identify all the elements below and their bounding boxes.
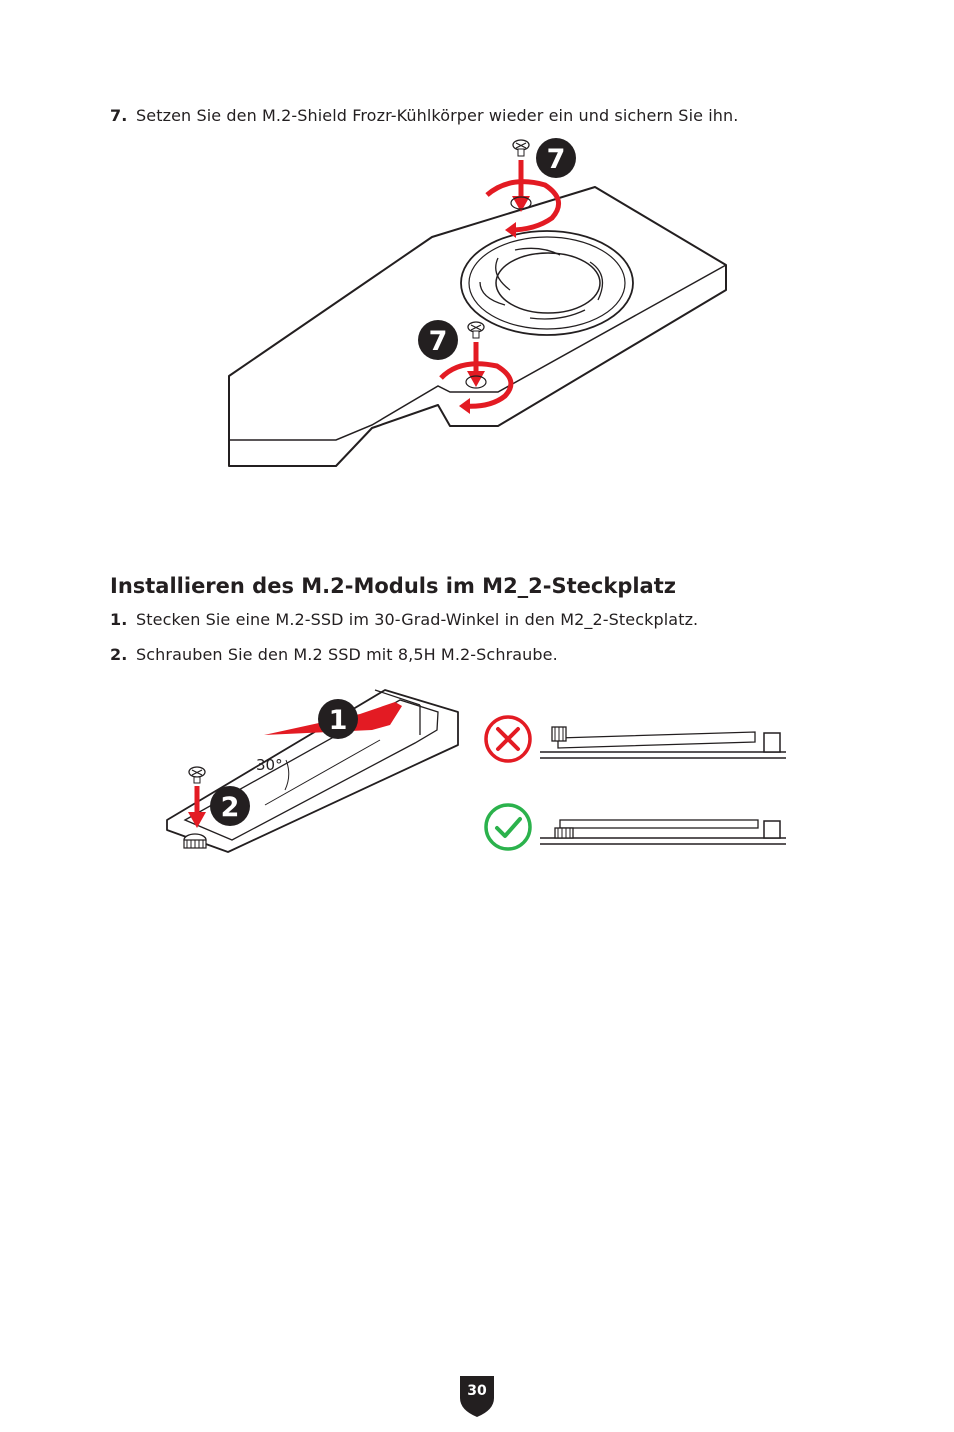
- insert-arrow-icon: [264, 702, 402, 735]
- step-1: 1. Stecken Sie eine M.2-SSD im 30-Grad-Wi…: [110, 610, 698, 629]
- down-arrow-icon: [188, 812, 206, 828]
- angle-label: 30°: [256, 756, 283, 774]
- step-text: Schrauben Sie den M.2 SSD mit 8,5H M.2-S…: [136, 645, 558, 664]
- screw-icon: [467, 321, 485, 339]
- m2-install-illustration: 30° 1 2: [166, 689, 786, 853]
- ssd-side-view-wrong: [540, 726, 786, 759]
- callout-number: 2: [221, 792, 240, 823]
- screw-icon: [512, 139, 530, 157]
- screw-icon: [188, 766, 206, 784]
- callout-number: 7: [547, 144, 566, 175]
- standoff-icon: [183, 833, 207, 849]
- wrong-icon: [484, 715, 532, 763]
- correct-icon: [484, 803, 532, 851]
- callout-number: 1: [329, 705, 348, 736]
- callout-badge: 2: [210, 786, 250, 826]
- step-number: 7.: [110, 106, 128, 125]
- step-text: Setzen Sie den M.2-Shield Frozr-Kühlkörp…: [136, 106, 739, 125]
- callout-badge: 7: [536, 138, 576, 178]
- page-number: 30: [467, 1383, 487, 1399]
- step-2: 2. Schrauben Sie den M.2 SSD mit 8,5H M.2…: [110, 645, 558, 664]
- callout-badge: 7: [418, 320, 458, 360]
- rotate-arrow-icon: [485, 179, 562, 233]
- ssd-side-view-correct: [540, 819, 786, 845]
- step-number: 2.: [110, 645, 128, 664]
- page-number-badge: [460, 1376, 494, 1417]
- callout-number: 7: [429, 326, 448, 357]
- step-7: 7. Setzen Sie den M.2-Shield Frozr-Kühlkö…: [110, 106, 738, 125]
- fan-icon: [460, 230, 634, 336]
- rotate-arrow-icon: [439, 361, 514, 409]
- section-heading: Installieren des M.2-Moduls im M2_2-Stec…: [110, 574, 676, 598]
- step-number: 1.: [110, 610, 128, 629]
- heatsink-illustration: 7 7: [228, 138, 727, 467]
- step-text: Stecken Sie eine M.2-SSD im 30-Grad-Wink…: [136, 610, 699, 629]
- callout-badge: 1: [318, 699, 358, 739]
